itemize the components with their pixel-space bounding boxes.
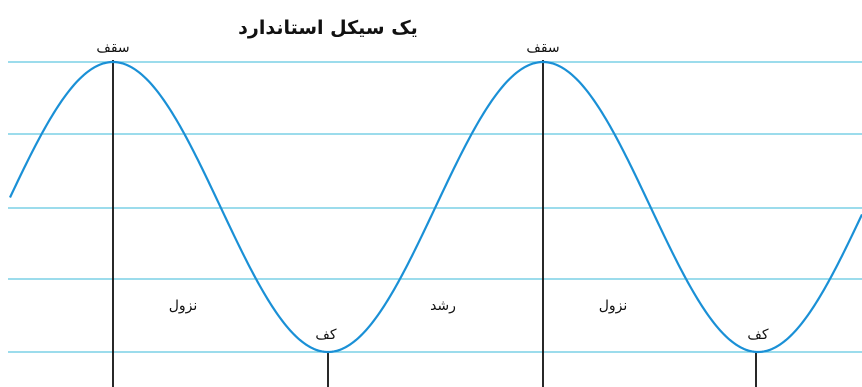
trough-label-1: کف	[315, 327, 336, 343]
cycle-wave	[9, 60, 862, 354]
diagram-title: یک سیکل استاندارد	[238, 17, 418, 39]
peak-label-2: سقف	[526, 40, 559, 56]
phase-label-expansion: رشد	[430, 298, 456, 314]
phase-label-contraction-1: نزول	[169, 298, 198, 314]
phase-label-contraction-2: نزول	[599, 298, 628, 314]
cycle-markers	[112, 60, 757, 387]
peak-label-1: سقف	[96, 40, 129, 56]
trough-label-2: کف	[747, 327, 768, 343]
